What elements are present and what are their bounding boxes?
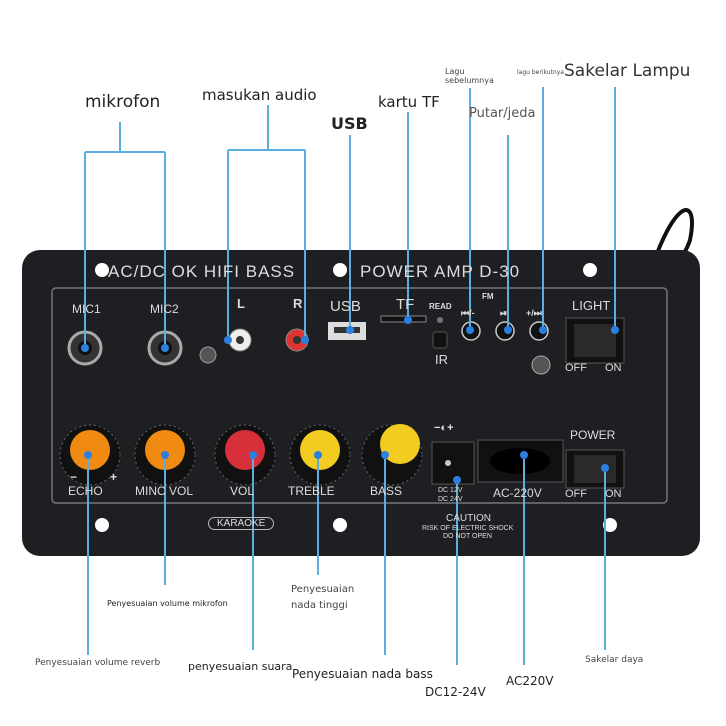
leader-lines — [84, 87, 616, 665]
knob-label-bass: BASS — [370, 484, 403, 498]
label-power-off: OFF — [565, 488, 587, 500]
dc-label-12v: DC 12V — [438, 487, 463, 494]
ir-sensor — [432, 331, 448, 349]
knob-label-treble: TREBLE — [288, 484, 335, 498]
callout-light-switch: Sakelar Lampu — [564, 61, 691, 81]
callout-dc: DC12-24V — [425, 685, 486, 699]
screw-icon — [199, 346, 217, 364]
callout-volume: penyesuaian suara — [188, 660, 293, 673]
knob-label-vol: VOL — [230, 484, 255, 498]
label-usb: USB — [330, 298, 361, 315]
callout-mic-volume: Penyesuaian volume mikrofon — [107, 599, 228, 608]
callout-bass: Penyesuaian nada bass — [292, 667, 433, 681]
callout-power-switch: Sakelar daya — [585, 655, 644, 665]
amplifier-panel — [22, 250, 700, 556]
callout-play: Putar/jeda — [469, 106, 536, 121]
callout-tf: kartu TF — [378, 93, 440, 111]
dc-label-24v: DC 24V — [438, 496, 463, 503]
knob-label-minc-vol: MINC VOL — [135, 484, 194, 498]
panel-border — [51, 287, 668, 504]
label-light: LIGHT — [572, 298, 611, 313]
karaoke-label: KARAOKE — [208, 517, 275, 530]
callout-treble: Penyesuaian nada tinggi — [291, 584, 355, 611]
knob-label-echo: ECHO — [68, 484, 103, 498]
tf-slot — [380, 315, 427, 323]
ac-label: AC-220V — [493, 486, 542, 500]
caution-title: CAUTION — [446, 513, 491, 524]
label-fm: FM — [482, 292, 494, 301]
label-power-on: ON — [605, 488, 622, 500]
label-mic2: MIC2 — [150, 302, 179, 316]
callout-ac: AC220V — [506, 674, 554, 688]
label-play: ⏯ — [500, 308, 508, 318]
panel-model: POWER AMP D-30 — [360, 262, 521, 281]
caution-line-1: RISK OF ELECTRIC SHOCK — [422, 525, 514, 532]
label-light-on: ON — [605, 362, 622, 374]
knob-plus: + — [110, 470, 118, 484]
callout-audio-in: masukan audio — [202, 86, 317, 104]
callout-reverb: Penyesuaian volume reverb — [35, 658, 161, 668]
label-mic1: MIC1 — [72, 302, 101, 316]
caution-line-2: DO NOT OPEN — [443, 533, 492, 540]
label-next: +/⏭ — [526, 308, 542, 318]
knob-minus: − — [70, 470, 78, 484]
dc-jack — [431, 441, 475, 485]
callout-next: lagu berikutnya — [517, 69, 564, 76]
label-l: L — [237, 296, 245, 311]
panel-title: AC/DC OK HIFI BASS — [108, 262, 296, 281]
mount-holes — [95, 263, 617, 532]
knobs — [59, 424, 423, 486]
label-prev: ⏮/- — [461, 308, 475, 318]
label-light-off: OFF — [565, 362, 587, 374]
label-read: READ — [429, 302, 452, 311]
callout-usb: USB — [331, 114, 368, 133]
leader-dots — [81, 316, 619, 484]
dc-polarity: −◐+ — [434, 422, 454, 434]
callout-prev: Lagu sebelumnya — [445, 67, 494, 85]
label-r: R — [293, 296, 303, 311]
label-tf: TF — [396, 296, 415, 313]
label-power: POWER — [570, 428, 616, 442]
callout-mikrofon: mikrofon — [85, 92, 161, 112]
label-ir: IR — [435, 352, 448, 367]
